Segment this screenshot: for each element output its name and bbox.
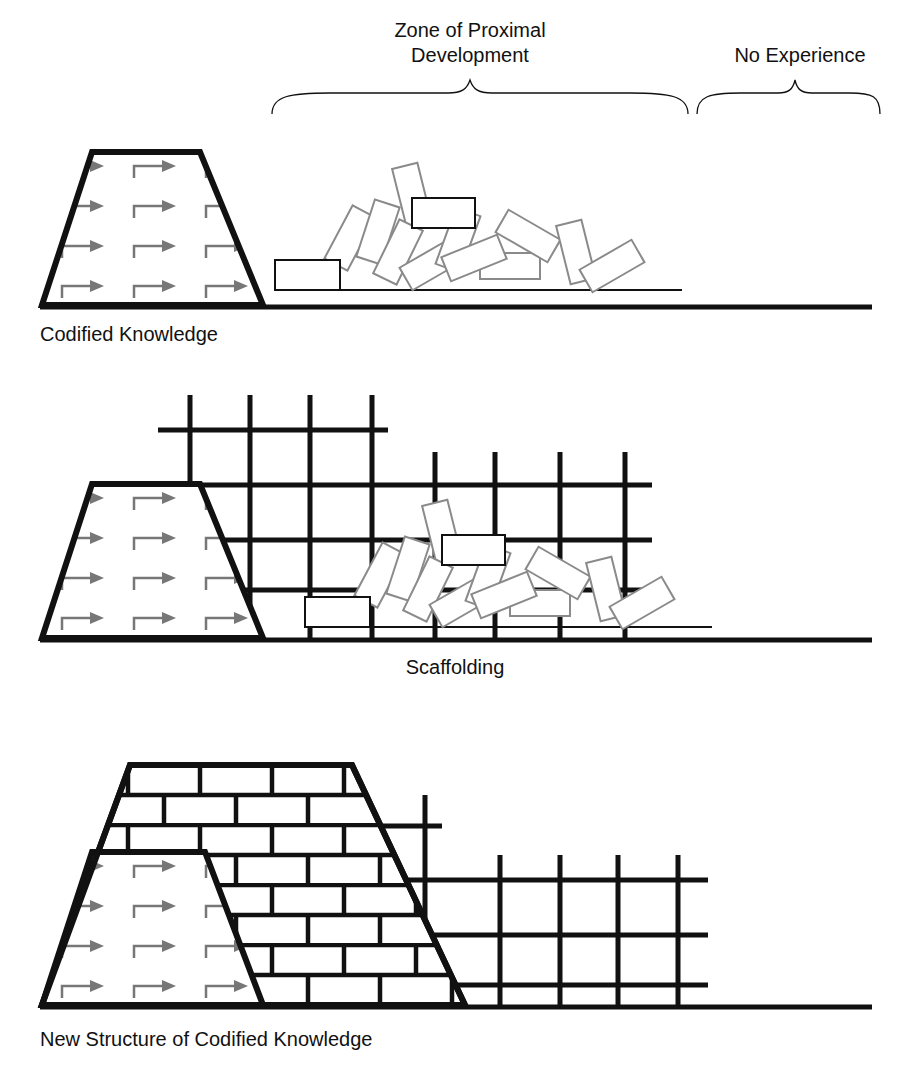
new-structure-panel xyxy=(40,765,872,1007)
scaffolding-panel xyxy=(40,395,872,640)
zone-label: No Experience xyxy=(715,43,885,68)
codified-knowledge-panel xyxy=(40,152,872,307)
panel-caption: Codified Knowledge xyxy=(40,322,440,347)
panel-caption: Scaffolding xyxy=(355,655,555,680)
bracket xyxy=(697,80,880,114)
panel-caption: New Structure of Codified Knowledge xyxy=(40,1027,640,1052)
zone-label: Zone of Proximal Development xyxy=(370,18,570,68)
bracket xyxy=(272,80,688,114)
